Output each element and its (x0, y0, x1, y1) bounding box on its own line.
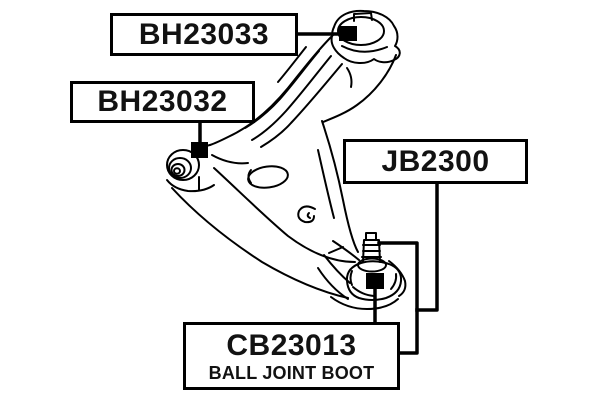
part-code-front-bushing: BH23032 (97, 85, 228, 118)
part-code-upper-bushing: BH23033 (138, 17, 270, 51)
callout-markers (191, 26, 384, 289)
marker-front-bushing (191, 142, 208, 158)
part-caption-ball-joint-boot: BALL JOINT BOOT (208, 362, 375, 383)
leader-lines (198, 32, 439, 355)
callout-front-bushing: BH23032 (70, 81, 255, 123)
leader-ball-joint-bracket (377, 241, 419, 355)
leader-ball-joint (415, 182, 439, 312)
ball-joint-sketch (317, 232, 407, 310)
upper-arm-sketch (209, 33, 397, 253)
part-code-ball-joint-boot: CB23013 (226, 328, 357, 362)
callout-ball-joint-boot: CB23013 BALL JOINT BOOT (183, 322, 400, 390)
marker-ball-joint (366, 273, 384, 289)
marker-upper-bushing (339, 26, 357, 41)
callout-upper-bushing: BH23033 (110, 13, 298, 56)
callout-ball-joint: JB2300 (343, 139, 528, 184)
arm-body-sketch (171, 165, 356, 299)
part-code-ball-joint: JB2300 (381, 144, 490, 178)
